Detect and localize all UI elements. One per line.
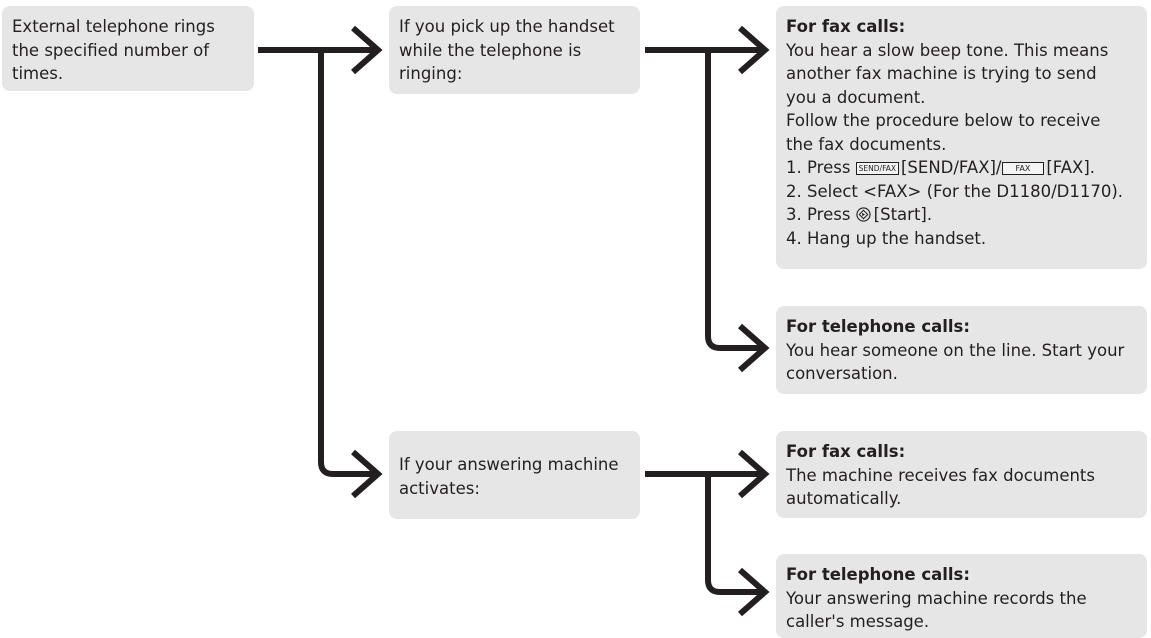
start-key-icon <box>856 207 871 222</box>
answering-tel-line: caller's message. <box>786 612 930 631</box>
pickup-tel-line: conversation. <box>786 364 898 383</box>
pickup-fax-line: You hear a slow beep tone. This means <box>786 40 1109 60</box>
step-1: 1. Press SEND/FAX[SEND/FAX]/FAX[FAX]. <box>786 156 1137 180</box>
send-fax-key-icon: SEND/FAX <box>855 162 899 175</box>
arrowhead-pickup-tel <box>738 323 770 373</box>
step-3: 3. Press [Start]. <box>786 203 1137 227</box>
start-box: External telephone rings the specified n… <box>2 6 254 91</box>
arrow-pickup-to-tel <box>705 50 765 351</box>
arrow-answering-to-tel <box>705 474 765 595</box>
start-line: External telephone rings <box>12 17 215 36</box>
answering-fax-box: For fax calls: The machine receives fax … <box>776 431 1147 518</box>
pickup-fax-line: Follow the procedure below to receive <box>786 111 1101 130</box>
arrowhead-answering <box>351 449 383 499</box>
step-3-prefix: 3. Press <box>786 205 851 224</box>
pickup-tel-box: For telephone calls: You hear someone on… <box>776 306 1147 394</box>
arrowhead-answering-tel <box>738 567 770 617</box>
arrowhead-pickup <box>351 25 383 75</box>
step-1-text2: [FAX]. <box>1046 158 1096 177</box>
start-line: times. <box>12 64 64 83</box>
pickup-tel-heading: For telephone calls: <box>786 317 970 336</box>
pickup-line: ringing: <box>399 64 463 83</box>
answering-line: activates: <box>399 478 480 498</box>
step-4: 4. Hang up the handset. <box>786 228 987 248</box>
answering-tel-line: Your answering machine records the <box>786 588 1087 608</box>
pickup-line: If you pick up the handset <box>399 17 615 36</box>
step-3-text: [Start]. <box>873 205 933 224</box>
pickup-fax-heading: For fax calls: <box>786 17 906 36</box>
arrowhead-pickup-fax <box>738 25 770 75</box>
pickup-line: while the telephone is <box>399 40 582 60</box>
answering-tel-heading: For telephone calls: <box>786 565 970 584</box>
answering-line: If your answering machine <box>399 455 619 474</box>
answering-fax-line: automatically. <box>786 489 902 508</box>
fax-key-icon: FAX <box>1001 162 1045 175</box>
pickup-fax-line: the fax documents. <box>786 134 947 154</box>
arrowhead-answering-fax <box>738 449 770 499</box>
answering-fax-heading: For fax calls: <box>786 442 906 461</box>
start-line: the specified number of <box>12 40 210 60</box>
answering-box: If your answering machine activates: <box>389 431 640 519</box>
pickup-fax-box: For fax calls: You hear a slow beep tone… <box>776 6 1147 269</box>
pickup-fax-line: another fax machine is trying to send <box>786 64 1097 83</box>
step-1-text1: [SEND/FAX]/ <box>900 158 1002 177</box>
arrow-branch-to-answering <box>318 50 378 477</box>
step-2: 2. Select <FAX> (For the D1180/D1170). <box>786 181 1124 201</box>
answering-fax-line: The machine receives fax documents <box>786 465 1095 485</box>
step-1-prefix: 1. Press <box>786 158 851 177</box>
pickup-tel-line: You hear someone on the line. Start your <box>786 340 1125 360</box>
pickup-box: If you pick up the handset while the tel… <box>389 6 640 94</box>
answering-tel-box: For telephone calls: Your answering mach… <box>776 554 1147 638</box>
pickup-fax-line: you a document. <box>786 87 926 107</box>
